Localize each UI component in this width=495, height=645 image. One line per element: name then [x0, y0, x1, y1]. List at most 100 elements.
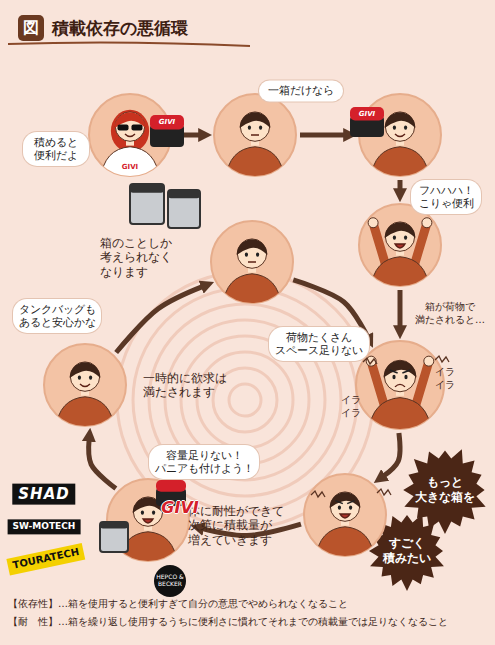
character-illustration — [358, 203, 442, 287]
hair — [240, 112, 271, 128]
head — [70, 362, 99, 391]
cycle-circle: 荷物たくさん スペース足りないイラ イライラ イラ — [355, 340, 445, 430]
speech-bubble: 容量足りない！ パニアも付けよう！ — [149, 445, 259, 479]
eye — [393, 125, 396, 129]
diagram-title: 積載依存の悪循環 — [52, 17, 188, 40]
eye — [338, 505, 341, 509]
mouth — [251, 134, 259, 135]
eye — [152, 510, 155, 514]
speech-bubble: タンクバッグも あると安心かな — [13, 299, 101, 333]
eye — [404, 375, 407, 379]
head — [115, 112, 144, 141]
mouth — [125, 134, 135, 137]
topcase-lid — [150, 115, 184, 129]
hair — [330, 492, 361, 508]
eye — [245, 252, 248, 256]
pannier-body — [168, 190, 200, 228]
figure-tag: 図 — [18, 15, 44, 41]
topcase-lid — [350, 107, 384, 121]
head — [330, 492, 359, 521]
pannier-lid — [100, 522, 128, 529]
brand-logo: GIVI — [359, 110, 375, 119]
title-underline — [8, 42, 250, 46]
hair — [385, 112, 416, 128]
cycle-circle: もっと 大きな箱をすごく 積みたい — [303, 473, 387, 557]
figure — [368, 218, 432, 289]
flow-arrow — [116, 286, 204, 352]
ring — [133, 288, 357, 512]
footnote: 【耐 性】…箱を繰り返し使用するうちに便利さに慣れてそれまでの積載量では足りなく… — [8, 616, 448, 629]
cycle-circle: 容量足りない！ パニアも付けよう！体に耐性ができて 次第に積載量が 増えていきま… — [106, 478, 190, 562]
shirt — [316, 527, 375, 559]
arm — [372, 365, 384, 406]
eye — [259, 125, 262, 129]
shirt — [369, 398, 432, 432]
speech-bubble: 積めると 便利だよ — [23, 132, 89, 166]
brand-logo: SHAD — [12, 484, 75, 505]
head — [237, 239, 266, 268]
figure — [223, 239, 282, 306]
hair — [384, 361, 417, 378]
speech-bubble: 荷物たくさん スペース足りない — [269, 327, 369, 361]
speech-bubble: 一箱だけなら — [259, 80, 343, 101]
note-text: 一時的に欲求は 満たされます — [143, 371, 243, 400]
mouth — [395, 134, 405, 137]
cycle-circle: GIVI — [358, 93, 442, 177]
eyebrow — [335, 501, 342, 504]
eye — [404, 125, 407, 129]
anger-mark — [435, 356, 449, 362]
head — [240, 112, 269, 141]
character-illustration — [106, 478, 190, 562]
mouth — [80, 384, 90, 387]
eye — [256, 252, 259, 256]
footnote: 【依存性】…箱を使用すると便利すぎて自分の意思でやめられなくなること — [8, 598, 348, 611]
topcase-lid — [156, 480, 186, 492]
hand — [422, 218, 432, 228]
brand-logo: GIVI — [161, 498, 198, 518]
brand-logo: HEPCO & BECKER — [154, 565, 186, 597]
character-illustration — [358, 93, 442, 177]
sunglasses — [131, 125, 142, 131]
arm — [416, 365, 428, 406]
mouth — [248, 261, 256, 262]
anger-mark — [363, 358, 377, 364]
figure — [316, 492, 375, 559]
hand — [424, 356, 434, 366]
shirt — [101, 147, 160, 179]
hair-back — [111, 110, 149, 153]
character-illustration — [303, 473, 387, 557]
head — [384, 360, 416, 392]
ring — [197, 352, 293, 448]
mouth — [143, 519, 153, 523]
cycle-circle: 積めると 便利だよGIVIGIVI — [88, 93, 172, 177]
cycle-circle: フハハハ！ こりゃ便利 — [358, 203, 442, 287]
shirt — [223, 274, 282, 306]
brand-logo: SW-MOTECH — [8, 519, 81, 534]
brand-logo: GIVI — [122, 163, 138, 172]
mouth — [395, 384, 405, 387]
star-text: もっと 大きな箱を — [412, 475, 478, 505]
arm — [415, 226, 426, 264]
eye — [89, 375, 92, 379]
flow-arrow — [398, 180, 403, 191]
flow-arrow — [89, 439, 116, 489]
irritate-text: イラ イラ — [339, 394, 363, 419]
arm — [374, 226, 385, 264]
brand-logo: GIVI — [159, 118, 175, 127]
shirt — [371, 257, 430, 289]
character-illustration — [43, 343, 127, 427]
hair — [237, 239, 268, 255]
cycle-circle: 一箱だけなら — [213, 93, 297, 177]
pannier-lid — [168, 190, 200, 198]
character-illustration — [213, 93, 297, 177]
eye — [404, 235, 407, 239]
star-text: すごく 積みたい — [377, 536, 437, 566]
mouth — [395, 244, 405, 248]
hair — [70, 362, 101, 378]
sunglasses — [118, 125, 129, 131]
figure — [366, 356, 434, 432]
irritate-text: イラ イラ — [433, 366, 457, 391]
flow-arrow — [383, 433, 400, 477]
